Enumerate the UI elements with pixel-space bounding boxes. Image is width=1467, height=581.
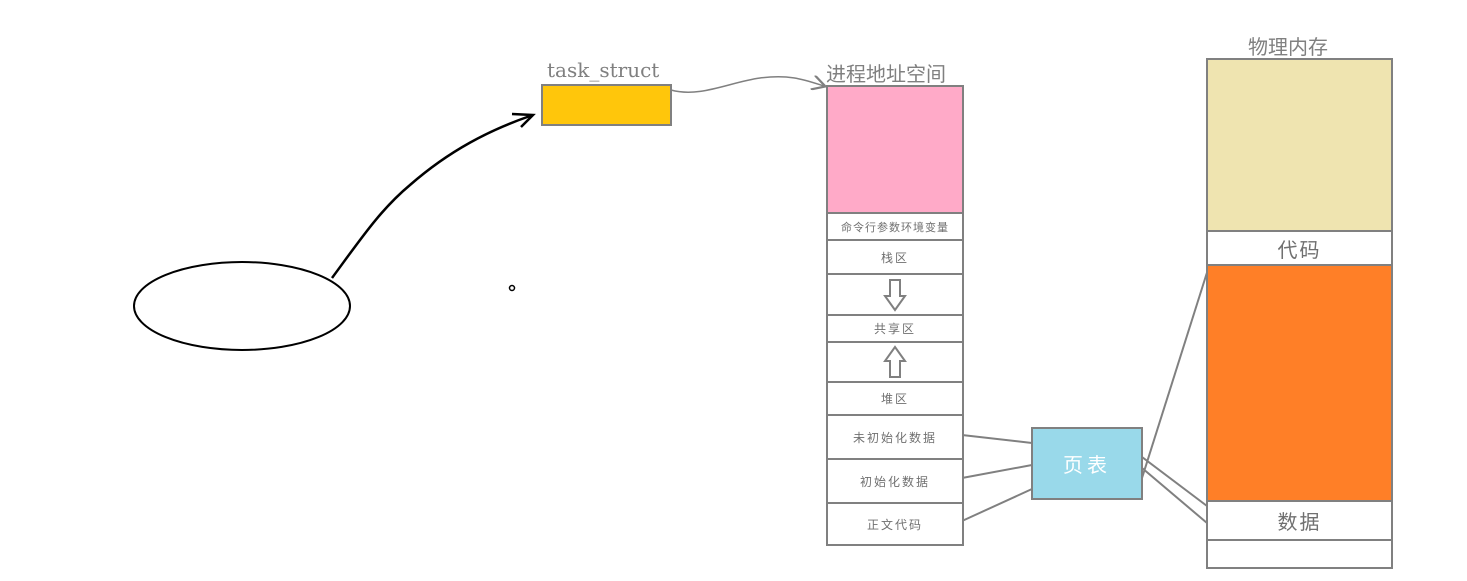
link-pagetable-to-code	[1141, 262, 1211, 479]
arrow-up-icon	[883, 345, 907, 378]
region-args-env: 命令行参数环境变量	[828, 212, 962, 239]
stack-grows-down-cell	[828, 273, 962, 314]
page-table-box: 页表	[1031, 427, 1143, 500]
link-init-to-pagetable	[961, 464, 1033, 479]
hand-drawn-arrow-head	[511, 112, 536, 128]
physical-memory-column: 代码 数据	[1206, 58, 1393, 569]
heap-grows-up-cell	[828, 341, 962, 381]
hand-drawn-arrow	[330, 114, 531, 279]
link-uninit-to-pagetable	[961, 434, 1033, 444]
page-table-label: 页表	[1063, 453, 1111, 477]
physical-code-cell: 代码	[1208, 230, 1391, 264]
physical-data-cell: 数据	[1208, 500, 1391, 539]
region-heap: 堆区	[828, 381, 962, 414]
link-pagetable-to-data-2	[1141, 467, 1208, 524]
task-struct-label: task_struct	[547, 58, 660, 82]
dot-mark	[508, 284, 516, 292]
task-to-address-space-arrow	[670, 77, 824, 93]
physical-memory-title: 物理内存	[1248, 35, 1328, 59]
address-space-column: 命令行参数环境变量 栈区 共享区 堆区 未初始化数据 初始化数据 正文代码	[826, 85, 964, 546]
region-stack: 栈区	[828, 239, 962, 273]
address-space-title: 进程地址空间	[826, 62, 946, 86]
physical-memory-top-block	[1208, 60, 1391, 230]
hand-drawn-ellipse	[133, 261, 351, 351]
region-uninit-data: 未初始化数据	[828, 414, 962, 458]
link-text-to-pagetable	[961, 488, 1033, 522]
region-shared: 共享区	[828, 314, 962, 341]
arrow-down-icon	[883, 278, 907, 312]
physical-empty-cell	[1208, 539, 1391, 567]
task-struct-box	[541, 84, 672, 126]
physical-memory-middle-block	[1208, 264, 1391, 500]
address-space-top-block	[828, 87, 962, 212]
region-init-data: 初始化数据	[828, 458, 962, 502]
link-pagetable-to-data-1	[1141, 456, 1208, 507]
region-text-code: 正文代码	[828, 502, 962, 544]
